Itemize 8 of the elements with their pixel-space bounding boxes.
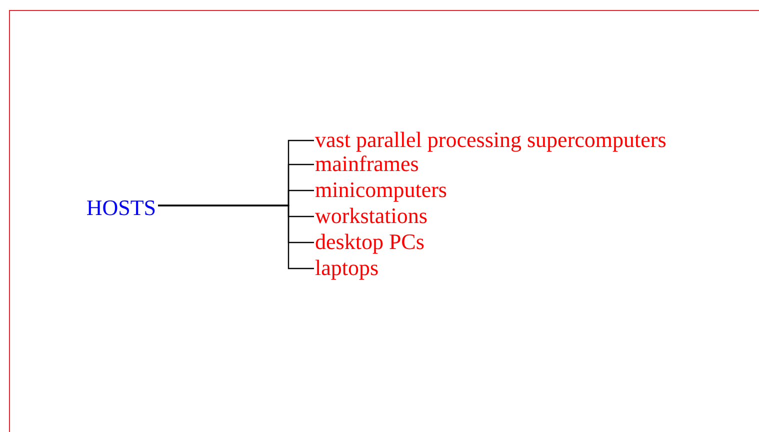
root-label: HOSTS bbox=[86, 195, 156, 221]
branch-label: laptops bbox=[315, 255, 379, 281]
branch-label: mainframes bbox=[315, 151, 419, 177]
branch-label: desktop PCs bbox=[315, 229, 424, 255]
branch-label: minicomputers bbox=[315, 177, 447, 203]
branch-label: vast parallel processing supercomputers bbox=[315, 127, 666, 153]
tree-connector bbox=[158, 204, 314, 270]
branch-label: workstations bbox=[315, 203, 428, 229]
